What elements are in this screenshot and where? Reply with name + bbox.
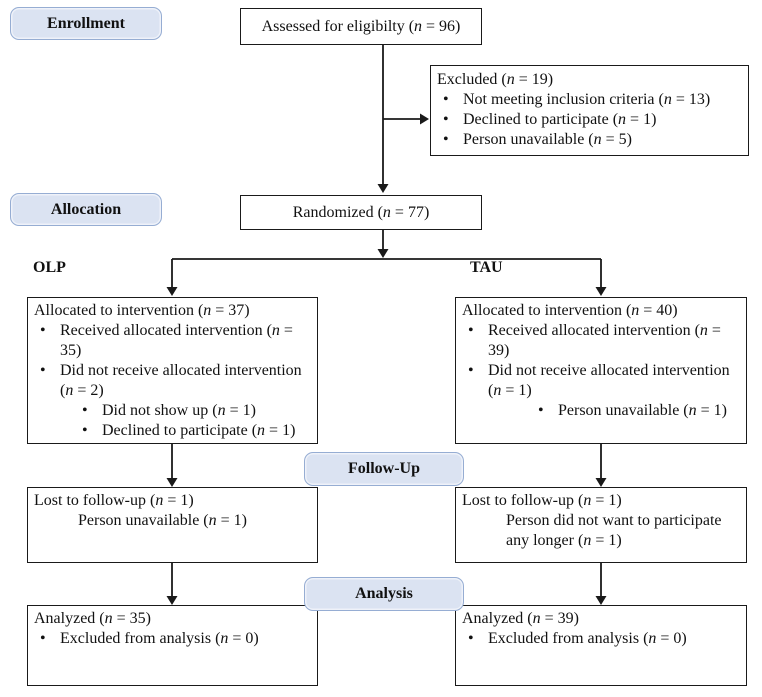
arm-label-olp: OLP [33, 259, 66, 276]
box-line: Person unavailable (n = 1) [78, 512, 247, 529]
arrow-split-to-allocated-olp [166, 259, 178, 296]
stage-label-allocation: Allocation [10, 193, 162, 226]
arrow-followup-to-analyzed-tau [595, 563, 607, 605]
arm-label-tau: TAU [470, 259, 503, 276]
bullet-marker: • [443, 91, 449, 108]
box-line: • Did not show up (n = 1) [34, 401, 303, 421]
box-line: • Received allocated intervention (n = 35… [34, 321, 303, 361]
box-line-text: Excluded from analysis (n = 0) [60, 630, 259, 647]
box-line: • Received allocated intervention (n = 39… [462, 321, 732, 361]
bullet-marker: • [82, 402, 88, 419]
arrow-to-excluded [383, 113, 429, 125]
box-line: • Person unavailable (n = 1) [462, 401, 732, 421]
box-line-text: Did not show up (n = 1) [102, 402, 256, 419]
box-line: • Did not receive allocated intervention … [34, 361, 303, 401]
box-line: • Not meeting inclusion criteria (n = 13) [437, 90, 734, 110]
bullet-marker: • [40, 362, 46, 379]
arrow-split-to-allocated-tau [595, 259, 607, 296]
box-allocated-olp: Allocated to intervention (n = 37) • Recei… [27, 297, 318, 444]
box-line-text: Declined to participate (n = 1) [463, 111, 657, 128]
box-line: Analyzed (n = 39) [462, 610, 579, 627]
box-line-text: Person unavailable (n = 5) [463, 131, 632, 148]
bullet-marker: • [82, 422, 88, 439]
bullet-marker: • [468, 322, 474, 339]
bullet-marker: • [538, 402, 544, 419]
stage-label-text: Enrollment [47, 14, 125, 32]
box-line-text: Received allocated intervention (n = 35) [60, 322, 293, 359]
box-line-text: Did not receive allocated intervention (… [60, 362, 302, 399]
box-line: Person did not want to participate any l… [506, 512, 722, 549]
arrow-allocated-to-followup-tau [595, 444, 607, 487]
box-line-text: Person unavailable (n = 1) [558, 402, 727, 419]
box-line: Excluded (n = 19) [437, 71, 554, 88]
box-line: Lost to follow-up (n = 1) [34, 492, 194, 509]
box-line: Randomized (n = 77) [292, 203, 430, 221]
stage-label-text: Analysis [355, 585, 413, 602]
stage-label-text: Allocation [50, 200, 122, 218]
box-randomized: Randomized (n = 77) [240, 195, 482, 230]
box-line: Assessed for eligibilty (n = 96) [261, 17, 461, 35]
box-line-text: Declined to participate (n = 1) [102, 422, 296, 439]
box-line-text: Excluded from analysis (n = 0) [488, 630, 687, 647]
box-line: • Declined to participate (n = 1) [34, 421, 303, 441]
arrow-followup-to-analyzed-olp [166, 563, 178, 605]
bullet-marker: • [443, 111, 449, 128]
box-analyzed-olp: Analyzed (n = 35) • Excluded from analysis… [27, 605, 318, 686]
box-line: • Declined to participate (n = 1) [437, 110, 734, 130]
box-lost-followup-tau: Lost to follow-up (n = 1) Person did not … [455, 487, 747, 563]
stage-label-analysis: Analysis [304, 577, 464, 611]
box-line-text: Did not receive allocated intervention (… [488, 362, 730, 399]
box-analyzed-tau: Analyzed (n = 39) • Excluded from analysis… [455, 605, 747, 686]
box-line: Lost to follow-up (n = 1) [462, 492, 622, 509]
box-line: Allocated to intervention (n = 40) [462, 302, 678, 319]
stage-label-enrollment: Enrollment [10, 7, 162, 40]
stage-label-followup: Follow-Up [304, 452, 464, 486]
bullet-marker: • [40, 630, 46, 647]
box-excluded: Excluded (n = 19) • Not meeting inclusion … [430, 65, 749, 156]
bullet-marker: • [468, 362, 474, 379]
box-assessed-eligibility: Assessed for eligibilty (n = 96) [240, 8, 482, 45]
box-line: Allocated to intervention (n = 37) [34, 302, 250, 319]
arrow-assessed-to-randomized [377, 45, 389, 193]
arrow-allocated-to-followup-olp [166, 444, 178, 487]
stage-label-text: Follow-Up [348, 460, 420, 477]
bullet-marker: • [443, 131, 449, 148]
box-allocated-tau: Allocated to intervention (n = 40) • Recei… [455, 297, 747, 444]
box-lost-followup-olp: Lost to follow-up (n = 1) Person unavaila… [27, 487, 318, 563]
box-line-text: Received allocated intervention (n = 39) [488, 322, 721, 359]
box-line: • Did not receive allocated intervention … [462, 361, 732, 401]
arrow-randomized-to-split [377, 230, 389, 258]
bullet-marker: • [40, 322, 46, 339]
box-line: Analyzed (n = 35) [34, 610, 151, 627]
box-line: • Person unavailable (n = 5) [437, 130, 734, 150]
box-line: • Excluded from analysis (n = 0) [462, 629, 732, 649]
box-line: • Excluded from analysis (n = 0) [34, 629, 303, 649]
box-line-text: Not meeting inclusion criteria (n = 13) [463, 91, 711, 108]
bullet-marker: • [468, 630, 474, 647]
